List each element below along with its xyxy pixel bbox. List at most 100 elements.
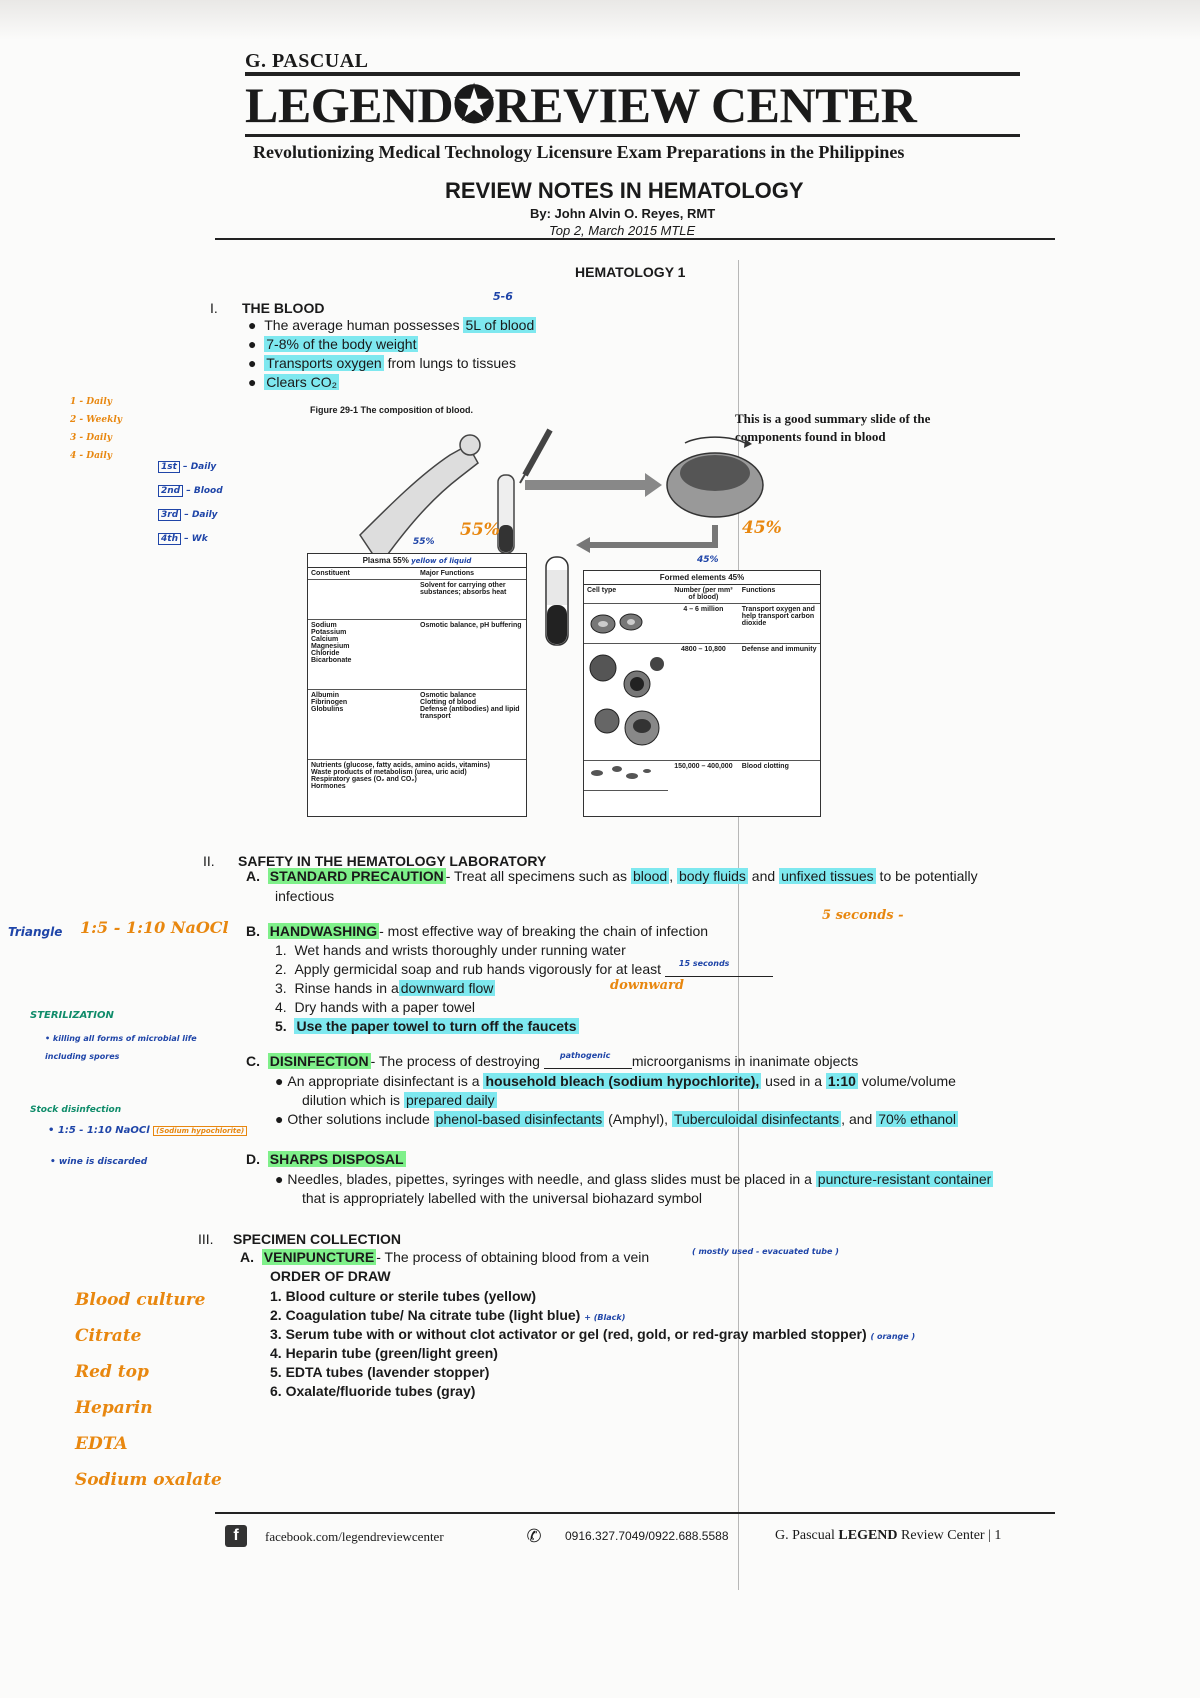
table-cell: Nutrients (glucose, fatty acids, amino a… <box>311 762 490 790</box>
handwritten-note: Blood <box>193 486 223 496</box>
handwritten-note: Citrate <box>75 1326 142 1346</box>
section-title: SAFETY IN THE HEMATOLOGY LABORATORY <box>238 853 547 869</box>
table-header: Cell type <box>584 585 668 604</box>
handwritten-note: • killing all forms of microbial life in… <box>45 1034 197 1061</box>
section-number: III. <box>198 1231 214 1247</box>
bullet: ● <box>275 1111 288 1127</box>
brand-logo: LEGEND✪REVIEW CENTER <box>245 77 917 133</box>
list-item: 4. Dry hands with a paper towel <box>275 999 476 1015</box>
header-rule <box>245 72 1020 76</box>
table-cell: Defense and immunity <box>738 643 820 761</box>
table-cell: Osmotic balance Clotting of blood Defens… <box>417 689 526 760</box>
table-cell <box>308 579 417 620</box>
highlight: 5L of blood <box>463 317 537 333</box>
handwritten-note: 1 - Daily <box>70 397 112 407</box>
table-header: Constituent <box>308 568 417 580</box>
handwritten-note: Triangle <box>8 925 63 939</box>
list-item: ● Transports oxygen from lungs to tissue… <box>248 355 516 371</box>
handwritten-note: Blood culture <box>75 1290 206 1310</box>
order-item: 1. Blood culture or sterile tubes (yello… <box>270 1288 537 1304</box>
figure-note: This is a good summary slide of the comp… <box>735 411 931 444</box>
table-cell: 4 – 6 million <box>668 603 739 644</box>
fill-in-blank: pathogenic <box>543 1051 632 1069</box>
highlight: Use the paper towel to turn off the fauc… <box>294 1018 579 1034</box>
title-rule <box>215 238 1055 240</box>
highlight: household bleach (sodium hypochlorite), <box>483 1073 762 1089</box>
footer-phone: 0916.327.7049/0922.688.5588 <box>565 1529 729 1543</box>
highlight: downward flow <box>398 980 496 996</box>
list-item: ● Other solutions include phenol-based d… <box>275 1111 959 1127</box>
paragraph: C. DISINFECTION- The process of destroyi… <box>246 1051 859 1069</box>
fill-in-blank: 15 seconds <box>664 959 773 977</box>
section-subtitle: HEMATOLOGY 1 <box>575 264 686 280</box>
table-cell: Sodium Potassium Calcium Magnesium Chlor… <box>308 619 417 690</box>
bullet: ● <box>248 374 265 390</box>
order-item: 2. Coagulation tube/ Na citrate tube (li… <box>270 1307 626 1323</box>
handwritten-list: 1 - Daily 2 - Weekly 3 - Daily 4 - Daily <box>70 393 122 465</box>
list-item: 5. Use the paper towel to turn off the f… <box>275 1018 579 1034</box>
handwritten-note: 55% <box>413 537 435 547</box>
handwritten-note: 5 seconds - <box>822 908 904 923</box>
handwritten-note: 5-6 <box>493 290 513 303</box>
figure-caption: Figure 29-1 The composition of blood. <box>310 405 474 415</box>
table-cell: Albumin Fibrinogen Globulins <box>308 689 417 760</box>
term-highlight: STANDARD PRECAUTION <box>267 868 446 884</box>
handwritten-note: 2 - Weekly <box>70 415 122 425</box>
paragraph-continued: that is appropriately labelled with the … <box>302 1190 702 1206</box>
bullet: ● <box>248 355 265 371</box>
highlight: unfixed tissues <box>779 868 876 884</box>
list-item: ● The average human possesses 5L of bloo… <box>248 317 537 333</box>
paragraph: A. VENIPUNCTURE- The process of obtainin… <box>240 1249 650 1265</box>
highlight: 1:10 <box>825 1073 858 1089</box>
plasma-table: Plasma 55% yellow of liquid Constituent … <box>307 553 527 817</box>
section-title: THE BLOOD <box>242 300 325 316</box>
handwritten-note: 1st <box>158 461 180 473</box>
handwritten-note: 2nd <box>158 485 184 497</box>
highlight: 7-8% of the body weight <box>264 336 419 352</box>
paragraph-continued: dilution which is prepared daily <box>302 1092 497 1108</box>
table-cell: Blood clotting <box>741 763 789 770</box>
handwritten-note: • wine is discarded <box>50 1157 148 1167</box>
bullet: ● <box>248 336 265 352</box>
section-number: II. <box>203 853 215 869</box>
paragraph-continued: infectious <box>275 888 335 904</box>
handwritten-note: 4 - Daily <box>70 451 112 461</box>
document-rank: Top 2, March 2015 MTLE <box>549 223 696 238</box>
order-item: 5. EDTA tubes (lavender stopper) <box>270 1364 490 1380</box>
facebook-icon: f <box>225 1525 247 1547</box>
plasma-rows: Constituent Major Functions Solvent for … <box>308 568 526 792</box>
table-cell <box>584 760 668 791</box>
highlight: prepared daily <box>403 1092 497 1108</box>
phone-icon: ✆ <box>526 1526 542 1546</box>
section-title: SPECIMEN COLLECTION <box>233 1231 402 1247</box>
highlight: Transports oxygen <box>264 355 384 371</box>
footer-facebook: facebook.com/legendreviewcenter <box>265 1529 444 1544</box>
table-cell: 4800 – 10,800 <box>668 643 739 761</box>
handwritten-note: 3rd <box>158 509 182 521</box>
table-cell: Osmotic balance, pH buffering <box>417 619 526 690</box>
list-item: 1. Wet hands and wrists thoroughly under… <box>275 942 626 958</box>
separated-blood-tube <box>545 556 569 646</box>
bullet: ● <box>275 1073 288 1089</box>
table-cell: 150,000 – 400,000 <box>674 763 733 770</box>
term-highlight: HANDWASHING <box>267 923 380 939</box>
handwritten-note: 4th <box>158 533 181 545</box>
section-number: I. <box>210 300 218 316</box>
highlight: body fluids <box>676 868 748 884</box>
term-highlight: SHARPS DISPOSAL <box>267 1151 406 1167</box>
handwritten-note: Stock disinfection <box>30 1105 122 1115</box>
handwritten-note: 45% <box>697 555 719 565</box>
highlight: puncture-resistant container <box>815 1171 994 1187</box>
formed-title: Formed elements 45% <box>584 571 820 585</box>
table-header: Major Functions <box>417 568 526 580</box>
table-cell <box>584 603 668 644</box>
handwritten-note: Red top <box>75 1362 149 1382</box>
blood-composition-illustration <box>359 428 764 584</box>
list-item: ● Clears CO₂ <box>248 374 340 390</box>
handwritten-list: Blood culture Citrate Red top Heparin ED… <box>75 1282 222 1498</box>
handwritten-boxes: 1st – Daily 2nd – Blood 3rd – Daily 4th … <box>158 455 223 551</box>
table-cell <box>584 643 668 761</box>
handwritten-note: 1:5 - 1:10 NaOCl <box>80 918 229 937</box>
term-highlight: DISINFECTION <box>267 1053 371 1069</box>
